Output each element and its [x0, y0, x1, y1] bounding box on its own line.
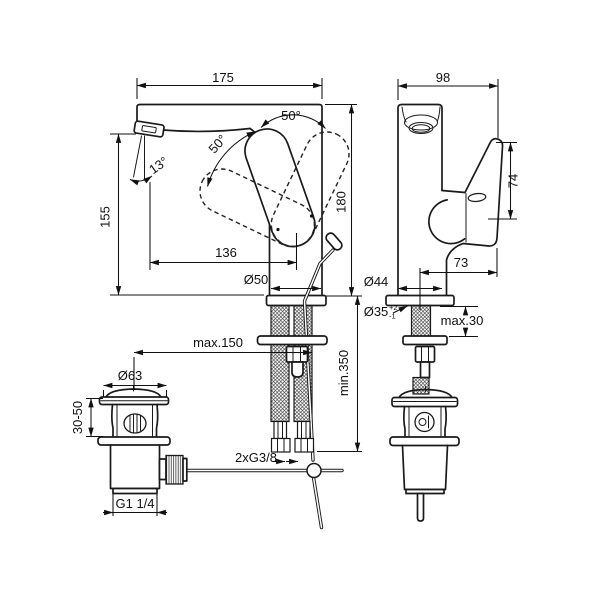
- front-clamp-plate: [256, 335, 328, 346]
- drain2-outlet: [405, 488, 445, 495]
- side-cartridge-cap: [467, 192, 487, 203]
- dim-deck-max-label: max.30: [441, 313, 484, 328]
- dim-swing-right-label: 50°: [281, 108, 301, 123]
- front-handle-lever-right-position: [270, 131, 350, 248]
- drain-front-view: [97, 385, 188, 495]
- front-hose-left: [270, 304, 290, 423]
- front-hose-nuts: [270, 420, 315, 453]
- side-handle-blade: [441, 137, 504, 296]
- dim-rod-reach-label: max.150: [193, 335, 243, 350]
- drain-body: [111, 403, 159, 438]
- front-rod-pivot-ball: [306, 462, 322, 479]
- dim-handle-reach-label: 73: [454, 255, 468, 270]
- side-spout-aerator: [401, 106, 441, 134]
- front-stud-tip: [291, 361, 304, 378]
- drain2-lower-body: [401, 444, 449, 491]
- dim-deck-range-label: 30-50: [70, 401, 85, 434]
- front-aerator: [133, 120, 165, 138]
- front-mounting-nut: [285, 345, 309, 363]
- drain-outlet: [112, 487, 158, 495]
- side-body-outline: [397, 103, 443, 296]
- dim-drain-thread-label: G1 1/4: [115, 496, 154, 511]
- front-base-plate: [265, 294, 327, 307]
- dimensions: 175 155 180 136 Ø50 13° 50° 50° 98 74 73…: [70, 70, 521, 516]
- drain-lower-body: [109, 444, 161, 490]
- drain-grate: [123, 413, 147, 434]
- front-popup-knob: [325, 232, 343, 251]
- dim-hole-tol-minus: -1: [389, 312, 396, 321]
- drain2-body: [403, 405, 447, 438]
- dim-spray-angle-label: 13°: [146, 154, 171, 178]
- dim-hole-dia-label: Ø35: [364, 304, 389, 319]
- dim-front-height-label: 155: [98, 206, 113, 228]
- dim-side-base-dia-label: Ø44: [364, 274, 389, 289]
- side-shank-lower: [412, 376, 430, 395]
- dim-front-width-label: 175: [212, 70, 234, 85]
- dim-side-depth-label: 98: [436, 70, 450, 85]
- drain2-popup-pin: [416, 492, 425, 522]
- dim-front-base-dia-label: Ø50: [244, 272, 269, 287]
- front-handle-dot-2: [309, 214, 314, 218]
- drain-lower-flange: [97, 436, 171, 446]
- side-clamp-plate: [402, 335, 448, 346]
- front-handle-dot-1: [276, 227, 280, 232]
- drain2-detail: [414, 411, 435, 433]
- side-handle-dome: [428, 199, 466, 245]
- dim-hose-thread-label: 2xG3/8: [235, 450, 277, 465]
- dim-hose-min-label: min.350: [336, 350, 351, 396]
- side-mounting-nut: [414, 345, 436, 363]
- drain-side-port: [158, 458, 167, 481]
- front-body-outline: [136, 103, 323, 296]
- front-spout-underside: [162, 127, 251, 133]
- dim-front-total-height-label: 180: [334, 191, 349, 213]
- side-stud-tip: [419, 361, 431, 379]
- side-view: [385, 103, 504, 395]
- drain-rod-collar: [182, 457, 188, 482]
- dim-hole-tol-plus: +2: [389, 303, 398, 312]
- dim-drain-dia-label: Ø63: [118, 368, 143, 383]
- front-view: [133, 103, 350, 530]
- dim-front-reach-label: 136: [215, 245, 237, 260]
- dim-handle-length-label: 74: [506, 174, 521, 188]
- side-shank-upper: [410, 304, 432, 338]
- front-spray-line-left: [133, 135, 142, 178]
- drain2-lower-flange: [389, 436, 460, 447]
- drain-side-view: [389, 386, 460, 522]
- drain-knurled-nut: [165, 454, 184, 485]
